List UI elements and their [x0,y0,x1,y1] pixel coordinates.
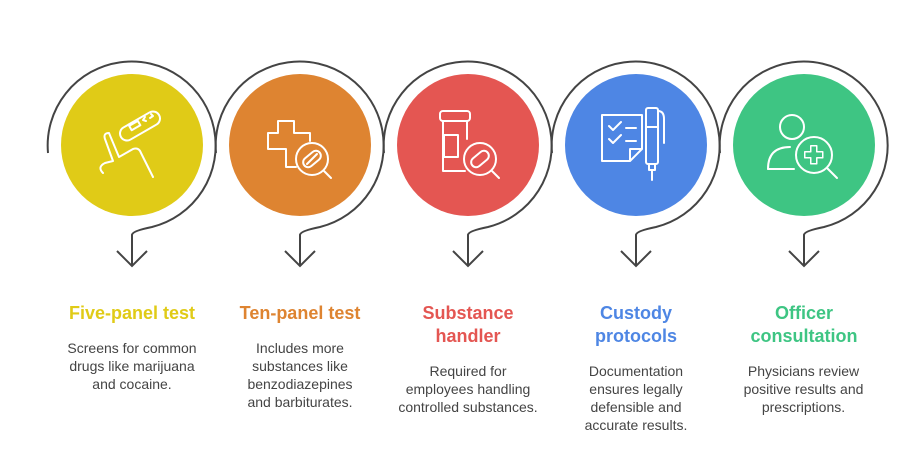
step-description: Includes more substances like benzodiaze… [247,340,353,410]
ring-arrow [46,60,217,266]
step-title: Ten-panel test [239,303,361,323]
step-circle [565,74,707,216]
arrow-down-icon [788,250,820,268]
arrow-down-icon [620,250,652,268]
step-1: Five-panel test Screens for common drugs… [52,302,212,393]
step-3: Substance handler Required for employees… [388,302,548,416]
step-description: Documentation ensures legally defensible… [584,363,688,433]
step-2-graphic [214,60,385,268]
drug-test-hand-icon [99,110,161,178]
step-title: Officer consultation [750,303,858,346]
step-4: Custody protocols Documentation ensures … [556,302,716,434]
ring-arrow [550,60,721,266]
step-description: Physicians review positive results and p… [743,363,864,415]
step-5: Officer consultation Physicians review p… [724,302,884,416]
step-3-graphic [382,60,553,268]
step-circle [397,74,539,216]
step-5-graphic [718,60,889,268]
step-title: Substance handler [422,303,514,346]
step-circle [229,74,371,216]
step-title: Custody protocols [594,303,677,346]
step-4-graphic [550,60,721,268]
checklist-pen-icon [601,107,665,181]
person-medical-search-icon [767,114,838,179]
step-title: Five-panel test [68,303,196,323]
arrow-down-icon [116,250,148,268]
medical-cross-pill-search-icon [267,120,332,179]
step-description: Screens for common drugs like marijuana … [67,340,197,392]
ring-arrow [718,60,889,266]
pill-bottle-search-icon [439,110,500,179]
arrow-down-icon [284,250,316,268]
ring-arrow [382,60,553,266]
step-circle [733,74,875,216]
step-1-graphic [46,60,217,268]
arrow-down-icon [452,250,484,268]
ring-arrow [214,60,385,266]
step-circle [61,74,203,216]
step-2: Ten-panel test Includes more substances … [220,302,380,411]
step-description: Required for employees handling controll… [398,363,538,415]
